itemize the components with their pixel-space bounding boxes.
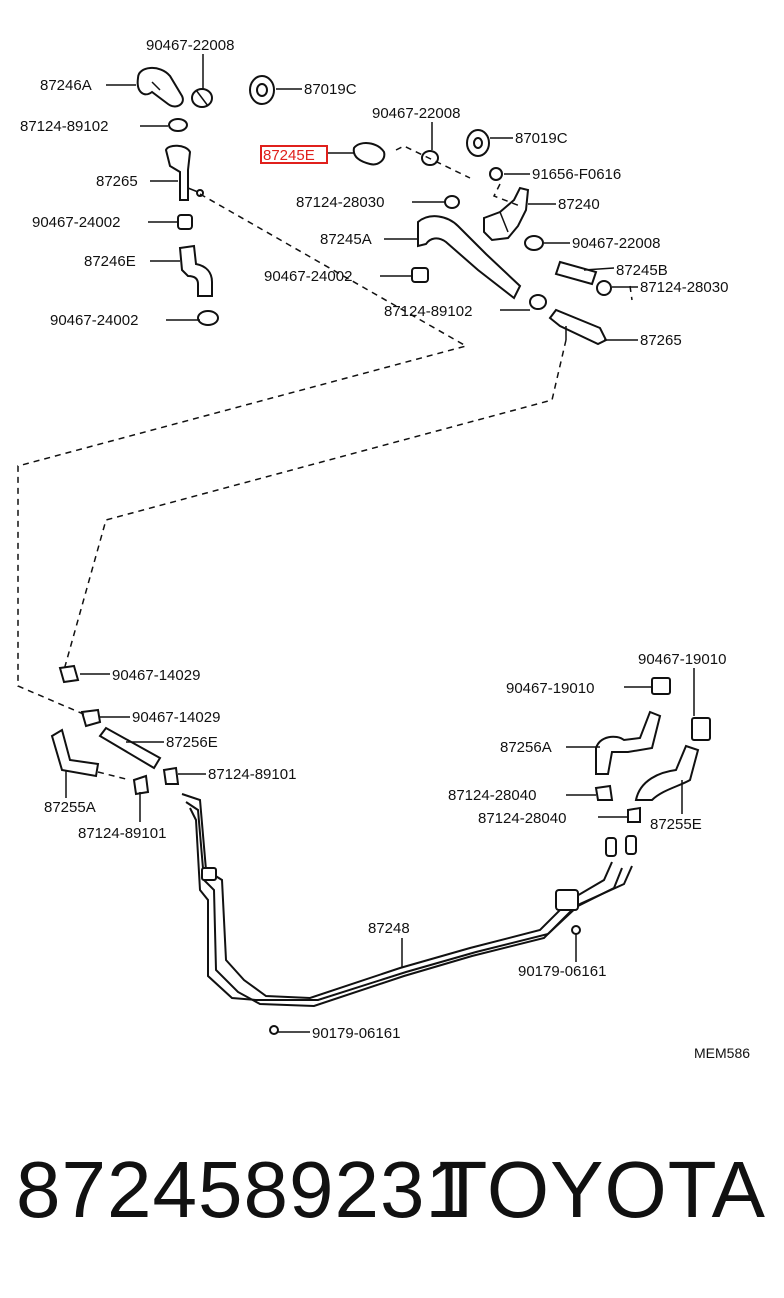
part-clamp-87124-89101-b (132, 774, 150, 796)
label-87124-89102-b: 87124-89102 (384, 303, 472, 320)
part-clamp-90467-24002-b (411, 267, 429, 283)
brand-caption: TOYOTA (438, 1145, 766, 1234)
part-87245A (417, 215, 522, 300)
label-90467-22008-b: 90467-22008 (372, 105, 460, 122)
part-clamp-87124-89101-a (162, 766, 180, 785)
part-clamp-90467-19010-a (651, 677, 671, 695)
highlight-box-87245E (260, 145, 328, 164)
label-90467-22008-a: 90467-22008 (146, 37, 234, 54)
part-87265-a (164, 144, 204, 201)
label-87245E: 87245E (263, 147, 315, 164)
label-87256E: 87256E (166, 734, 218, 751)
label-90467-14029-a: 90467-14029 (112, 667, 200, 684)
label-87265-b: 87265 (640, 332, 682, 349)
label-90467-24002-c: 90467-24002 (50, 312, 138, 329)
label-90467-24002-a: 90467-24002 (32, 214, 120, 231)
part-clamp-87124-28030-a (444, 195, 460, 209)
part-clamp-90467-24002-c (197, 310, 219, 326)
label-87124-28040-a: 87124-28040 (448, 787, 536, 804)
label-87124-28040-b: 87124-28040 (478, 810, 566, 827)
part-clamp-87124-89102-b (529, 294, 547, 310)
label-87019C-b: 87019C (515, 130, 568, 147)
label-87248: 87248 (368, 920, 410, 937)
label-87019C-a: 87019C (304, 81, 357, 98)
part-87255A (50, 728, 100, 778)
part-87246A (136, 67, 184, 108)
part-clamp-87124-28040-b (627, 806, 641, 823)
part-clamp-90467-19010-b (691, 717, 711, 741)
label-87124-89102-a: 87124-89102 (20, 118, 108, 135)
label-87245B: 87245B (616, 262, 668, 279)
part-87256E (98, 726, 162, 770)
label-90179-06161-b: 90179-06161 (312, 1025, 400, 1042)
part-number-caption: 8724589231 (16, 1145, 471, 1234)
label-87246A: 87246A (40, 77, 92, 94)
part-87265-b (548, 308, 608, 346)
label-91656-F0616: 91656-F0616 (532, 166, 621, 183)
label-90467-19010-b: 90467-19010 (506, 680, 594, 697)
part-87248-pipe-assembly (181, 793, 637, 1035)
label-87124-89101-b: 87124-89101 (78, 825, 166, 842)
part-clamp-90467-14029-b (80, 708, 102, 728)
label-87245A: 87245A (320, 231, 372, 248)
part-87246E (178, 244, 213, 297)
part-labels: 90467-22008 87246A 87019C 87124-89102 90… (20, 37, 750, 1061)
label-87265-a: 87265 (96, 173, 138, 190)
part-87245B (554, 260, 598, 286)
part-clamp-90467-14029-a (58, 664, 80, 684)
label-90467-22008-c: 90467-22008 (572, 235, 660, 252)
label-90467-14029-b: 90467-14029 (132, 709, 220, 726)
label-87124-28030-a: 87124-28030 (296, 194, 384, 211)
label-87256A: 87256A (500, 739, 552, 756)
label-87246E: 87246E (84, 253, 136, 270)
label-87124-28030-b: 87124-28030 (640, 279, 728, 296)
part-87240-valve (483, 186, 530, 242)
part-clamp-87124-28040-a (594, 784, 614, 801)
label-90467-19010-a: 90467-19010 (638, 651, 726, 668)
part-87255E (634, 744, 700, 801)
label-90179-06161-a: 90179-06161 (518, 963, 606, 980)
label-87255E: 87255E (650, 816, 702, 833)
part-87019C-a (249, 75, 275, 105)
part-87245E (352, 142, 386, 166)
label-90467-24002-b: 90467-24002 (264, 268, 352, 285)
label-87240: 87240 (558, 196, 600, 213)
part-clamp-87124-89102-a (168, 118, 188, 132)
part-87019C-b (466, 129, 490, 157)
part-clamp-90467-22008-a (191, 88, 213, 108)
label-87124-89101-a: 87124-89101 (208, 766, 296, 783)
label-87255A: 87255A (44, 799, 96, 816)
part-clamp-87124-28030-b (596, 280, 612, 296)
part-87256A (595, 710, 662, 775)
part-clamp-90467-22008-c (524, 235, 544, 251)
leader-lines (65, 54, 695, 1033)
part-91656-F0616 (489, 167, 503, 181)
part-clamp-90467-24002-a (177, 214, 193, 230)
diagram-code: MEM586 (694, 1045, 750, 1061)
parts-diagram: 90467-22008 87246A 87019C 87124-89102 90… (17, 37, 750, 1061)
